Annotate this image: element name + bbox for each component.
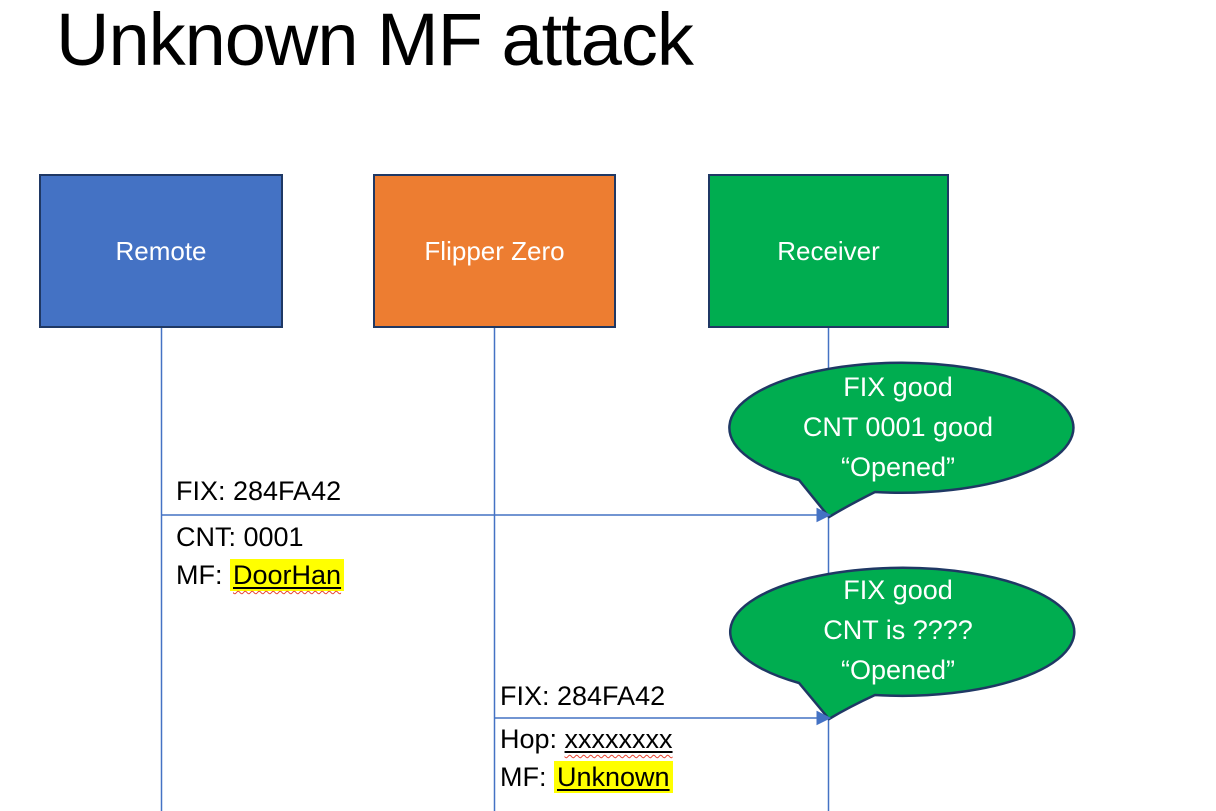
actor-box-receiver — [708, 174, 949, 328]
message-2-mf-prefix: MF: — [500, 762, 554, 792]
message-2-hop-prefix: Hop: — [500, 724, 565, 754]
message-1-label-above: FIX: 284FA42 — [176, 476, 342, 506]
message-2-mf-value: Unknown — [557, 762, 670, 792]
message-2-hop-value-squiggle: xxxxxxxx — [565, 724, 673, 754]
actor-box-remote — [39, 174, 283, 328]
message-2-line-mf: MF: Unknown — [500, 758, 673, 796]
message-1-label-below: CNT: 0001 MF: DoorHan — [176, 518, 345, 594]
message-2-line-hop: Hop: xxxxxxxx — [500, 720, 673, 758]
slide-title: Unknown MF attack — [56, 0, 694, 81]
message-arrow-1-head — [816, 507, 832, 523]
message-1-line-mf: MF: DoorHan — [176, 556, 345, 594]
actor-box-flipper-zero — [373, 174, 616, 328]
message-1-line-cnt: CNT: 0001 — [176, 522, 304, 552]
message-2-hop-value: xxxxxxxx — [564, 724, 673, 754]
callout-bubble-1 — [728, 361, 1075, 519]
message-1-mf-value-highlight: DoorHan — [230, 559, 345, 591]
callout-bubble-2 — [729, 566, 1076, 721]
message-2-label-below: Hop: xxxxxxxx MF: Unknown — [500, 720, 673, 796]
message-1-mf-value: DoorHan — [233, 560, 342, 590]
message-1-mf-prefix: MF: — [176, 560, 230, 590]
message-2-label-above: FIX: 284FA42 — [500, 681, 666, 711]
message-2-mf-value-highlight: Unknown — [554, 761, 673, 793]
message-arrow-2-head — [816, 710, 832, 726]
